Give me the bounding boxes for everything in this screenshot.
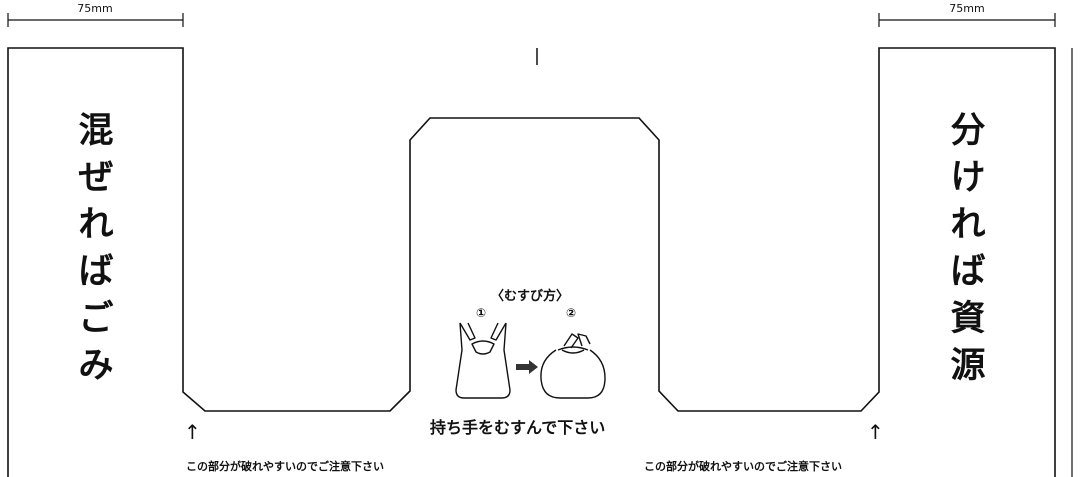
- right-caution-arrow: ↑: [867, 420, 884, 444]
- right-slogan-char: 源: [950, 346, 986, 386]
- left-slogan-char: 混: [78, 111, 114, 151]
- tied-bag-illustration: [540, 333, 606, 399]
- left-slogan-char: ぜ: [78, 158, 114, 198]
- left-caution-note: この部分が破れやすいのでご注意下さい: [186, 460, 384, 473]
- open-bag-illustration: [455, 322, 511, 399]
- left-slogan: 混 ぜ れ ば ご み: [66, 108, 126, 390]
- right-slogan-char: れ: [950, 205, 986, 245]
- step-2-label: ②: [566, 306, 577, 320]
- right-slogan-char: 資: [950, 299, 986, 339]
- right-caution-note: この部分が破れやすいのでご注意下さい: [644, 460, 842, 473]
- left-caution-arrow: ↑: [184, 420, 201, 444]
- right-slogan-char: け: [950, 158, 986, 198]
- left-slogan-char: ご: [78, 299, 114, 339]
- right-slogan-char: 分: [950, 111, 986, 151]
- right-dimension-label: 75mm: [949, 2, 985, 15]
- howto-title: 〈むすび方〉: [491, 289, 570, 304]
- right-slogan-char: ば: [950, 252, 986, 292]
- right-slogan: 分 け れ ば 資 源: [938, 108, 998, 390]
- left-dimension-line: [7, 13, 184, 27]
- left-dimension-label: 75mm: [77, 2, 113, 15]
- bag-outline: [7, 47, 1056, 477]
- right-dimension-line: [878, 13, 1056, 27]
- left-slogan-char: ば: [78, 252, 114, 292]
- left-slogan-char: れ: [78, 205, 114, 245]
- left-slogan-char: み: [78, 346, 114, 386]
- tie-instruction: 持ち手をむすんで下さい: [430, 418, 606, 437]
- step-1-label: ①: [476, 306, 487, 320]
- step-arrow: [516, 360, 538, 374]
